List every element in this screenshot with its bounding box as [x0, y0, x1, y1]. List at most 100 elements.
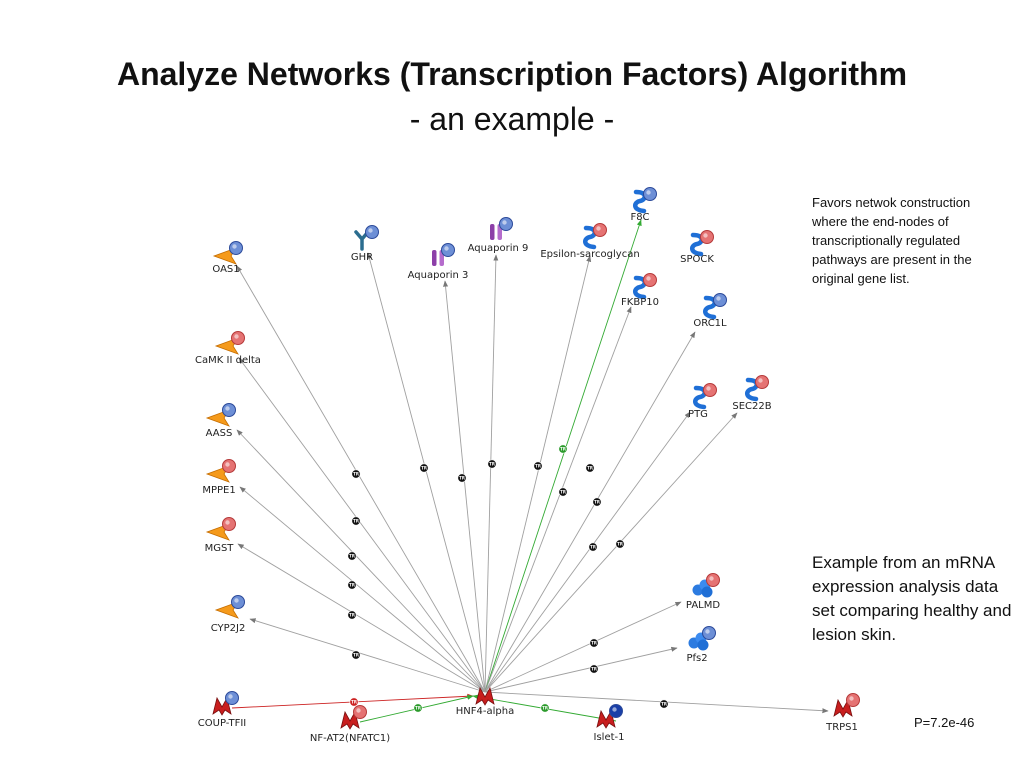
edge-badge-nfat: TR	[413, 703, 423, 713]
node-label: CaMK II delta	[195, 355, 261, 366]
node-fkbp10[interactable]: FKBP10	[621, 273, 659, 309]
edge-badge-epsilon: TR	[533, 461, 543, 471]
edge-palmd	[484, 601, 682, 693]
edge-badge-camk: TR	[419, 463, 429, 473]
edge-badge-mgst: TR	[347, 580, 357, 590]
node-orc1l[interactable]: ORC1L	[693, 293, 727, 330]
algorithm-description: Favors netwok construction where the end…	[812, 195, 972, 286]
node-label: F8C	[630, 212, 649, 223]
edge-badge-aass: TR	[351, 516, 361, 526]
node-palmd[interactable]: PALMD	[686, 573, 720, 612]
node-ghr[interactable]: GHR	[351, 225, 379, 264]
svg-text:TR: TR	[349, 612, 355, 617]
svg-text:TR: TR	[349, 582, 355, 587]
edge-epsilon	[484, 255, 592, 693]
edge-badge-aqp9: TR	[487, 459, 497, 469]
node-ptg[interactable]: PTG	[688, 383, 717, 421]
node-aass[interactable]: AASS	[206, 403, 236, 440]
node-label: PALMD	[686, 600, 720, 611]
edge-badge-pfs2-extra: TR	[589, 664, 599, 674]
edge-badge-palmd: TR	[615, 539, 625, 549]
node-coup[interactable]: COUP-TFII	[198, 691, 246, 730]
edge-oas1	[236, 265, 486, 693]
node-label: SPOCK	[680, 254, 714, 265]
edge-badge-mppe1: TR	[347, 551, 357, 561]
node-label: COUP-TFII	[198, 718, 246, 729]
edge-aass	[236, 429, 486, 693]
node-label: AASS	[206, 428, 233, 439]
svg-text:TR: TR	[349, 553, 355, 558]
node-label: MPPE1	[202, 485, 235, 496]
node-label: Aquaporin 9	[468, 243, 529, 254]
svg-text:TR: TR	[353, 471, 359, 476]
edge-ghr	[367, 252, 486, 693]
node-spock[interactable]: SPOCK	[680, 230, 714, 266]
edge-orc1l	[484, 331, 696, 693]
node-label: TRPS1	[825, 722, 858, 733]
node-aqp9[interactable]: Aquaporin 9	[468, 217, 529, 255]
edge-badge-trps1: TR	[659, 699, 669, 709]
node-camk[interactable]: CaMK II delta	[195, 331, 261, 367]
edge-badge-ghr: TR	[347, 610, 357, 620]
edge-badge-islet: TR	[540, 703, 550, 713]
svg-text:TR: TR	[590, 544, 596, 549]
p-value-label: P=7.2e-46	[914, 715, 975, 730]
svg-text:TR: TR	[351, 699, 357, 704]
edge-badge-coup: TR	[349, 697, 359, 707]
node-label: FKBP10	[621, 297, 659, 308]
node-label: PTG	[688, 409, 708, 420]
node-islet[interactable]: Islet-1	[594, 704, 625, 744]
node-cyp2j2[interactable]: CYP2J2	[211, 595, 246, 635]
node-label: SEC22B	[732, 401, 771, 412]
svg-text:TR: TR	[421, 465, 427, 470]
edge-badge-aqp3: TR	[457, 473, 467, 483]
edge-ptg	[484, 411, 691, 693]
node-hnf4-alpha[interactable]: HNF4-alpha	[456, 686, 514, 717]
svg-text:TR: TR	[594, 499, 600, 504]
edge-badge-oas1: TR	[351, 469, 361, 479]
svg-text:TR: TR	[617, 541, 623, 546]
edge-fkbp10	[484, 306, 632, 693]
svg-text:TR: TR	[661, 701, 667, 706]
svg-text:TR: TR	[353, 518, 359, 523]
edge-badge-sec22b: TR	[588, 542, 598, 552]
edge-layer	[231, 219, 829, 723]
edge-badge-orc1l: TR	[558, 487, 568, 497]
node-pfs2[interactable]: Pfs2	[686, 626, 716, 665]
node-mgst[interactable]: MGST	[205, 517, 236, 555]
edge-trps1	[484, 691, 829, 714]
node-nfat[interactable]: NF-AT2(NFATC1)	[310, 705, 390, 745]
svg-text:TR: TR	[542, 705, 548, 710]
node-sec22b[interactable]: SEC22B	[732, 375, 772, 413]
node-trps1[interactable]: TRPS1	[825, 693, 860, 734]
edge-pfs2	[484, 646, 678, 693]
page-title: Analyze Networks (Transcription Factors)…	[116, 56, 908, 92]
svg-text:TR: TR	[353, 652, 359, 657]
edge-badge-pfs2: TR	[589, 638, 599, 648]
svg-text:TR: TR	[591, 640, 597, 645]
svg-text:TR: TR	[560, 446, 566, 451]
node-label: Epsilon-sarcoglycan	[540, 249, 639, 260]
edge-badge-f8c: TR	[558, 444, 568, 454]
example-description: Example from an mRNA expression analysis…	[812, 553, 1012, 644]
node-label: ORC1L	[693, 318, 727, 329]
node-label: CYP2J2	[211, 623, 246, 634]
node-label: GHR	[351, 252, 373, 263]
node-label: OAS1	[212, 264, 239, 275]
node-epsilon[interactable]: Epsilon-sarcoglycan	[540, 223, 640, 261]
node-aqp3[interactable]: Aquaporin 3	[408, 243, 469, 282]
edge-badge-ptg: TR	[592, 497, 602, 507]
edge-badge-fkbp10: TR	[585, 463, 595, 473]
svg-text:TR: TR	[587, 465, 593, 470]
edge-cyp2j2	[249, 618, 486, 693]
node-oas1[interactable]: OAS1	[212, 241, 243, 276]
svg-text:TR: TR	[489, 461, 495, 466]
edge-aqp9	[484, 254, 499, 693]
node-mppe1[interactable]: MPPE1	[202, 459, 236, 497]
node-label: Islet-1	[594, 732, 625, 743]
node-f8c[interactable]: F8C	[630, 187, 657, 224]
svg-text:TR: TR	[591, 666, 597, 671]
edge-aqp3	[443, 280, 486, 693]
page-subtitle: - an example -	[409, 101, 615, 137]
